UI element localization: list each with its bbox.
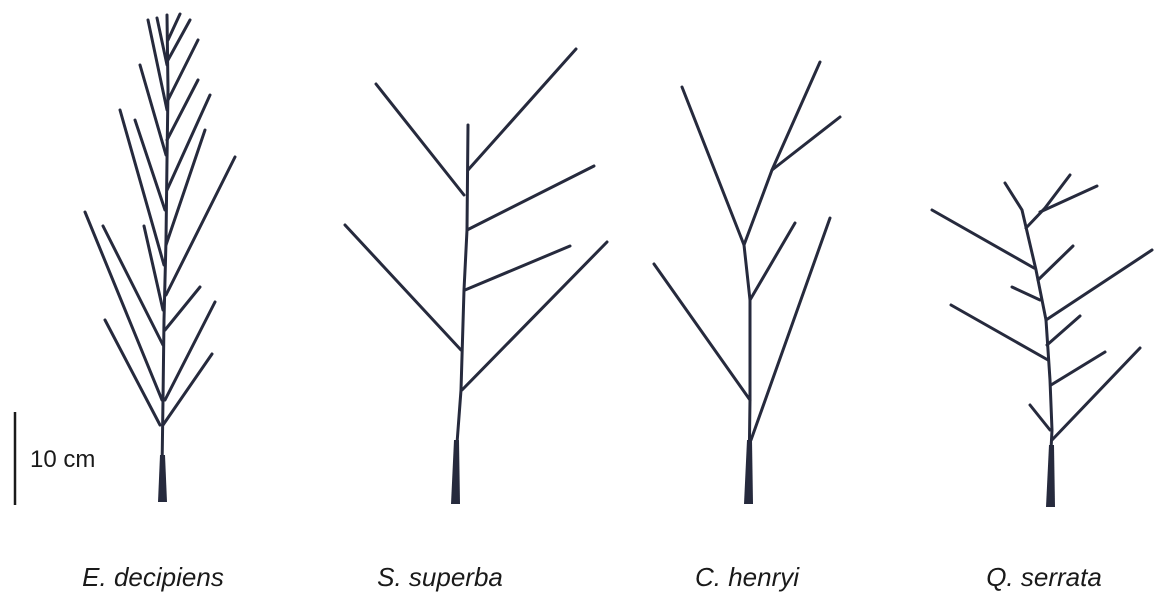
branch: [166, 157, 235, 295]
branch: [1046, 250, 1152, 320]
tree-e-decipiens: [85, 14, 235, 502]
branch: [750, 223, 795, 300]
branch: [468, 49, 576, 170]
branch: [168, 20, 190, 60]
branch: [465, 246, 570, 290]
trunk: [455, 125, 468, 470]
branch: [1051, 352, 1105, 385]
branch: [168, 14, 180, 40]
trunk: [744, 62, 820, 475]
branch: [467, 166, 594, 230]
branch: [157, 18, 167, 65]
branch: [1038, 246, 1073, 280]
tree-s-superba: [345, 49, 607, 504]
branch: [144, 226, 163, 310]
scale-label: 10 cm: [30, 446, 95, 474]
branch: [682, 87, 744, 245]
branch: [376, 84, 464, 195]
tree-c-henryi: [654, 62, 840, 504]
species-caption-c-henryi: C. henryi: [617, 562, 877, 593]
branch: [1052, 348, 1140, 440]
branch: [1047, 316, 1080, 345]
branch: [654, 264, 750, 400]
branch: [148, 20, 167, 110]
species-caption-s-superba: S. superba: [310, 562, 570, 593]
branch: [1012, 287, 1040, 300]
species-caption-q-serrata: Q. serrata: [914, 562, 1155, 593]
branch: [345, 225, 461, 350]
branch: [1040, 186, 1097, 212]
branch: [951, 305, 1048, 360]
branch: [140, 65, 166, 155]
branch: [85, 212, 162, 400]
branch: [462, 242, 607, 390]
branch: [165, 287, 200, 330]
tree-q-serrata: [932, 175, 1152, 507]
branch: [751, 218, 830, 440]
branch: [1030, 405, 1050, 430]
species-caption-e-decipiens: E. decipiens: [23, 562, 283, 593]
branch: [932, 210, 1034, 268]
